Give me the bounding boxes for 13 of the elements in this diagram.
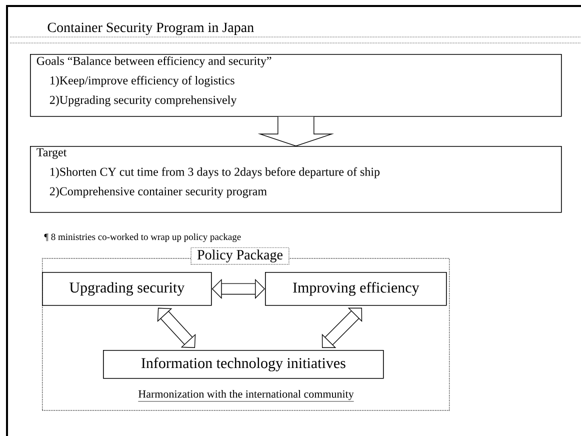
policy-box: Improving efficiency: [265, 272, 447, 306]
note: ¶ 8 ministries co-worked to wrap up policy package: [44, 233, 241, 242]
policy-box: Information technology initiatives: [103, 350, 384, 379]
policy-box: Upgrading security: [42, 272, 212, 306]
block-arrow: [212, 278, 265, 299]
block-arrow: [322, 308, 362, 348]
frame-note: Harmonization with the international community: [138, 390, 354, 402]
goals-box: Goals “Balance between efficiency and security” 1)Keep/improve efficiency of logistics 2)Upgrading security comprehensively: [30, 54, 562, 117]
block-arrow: [258, 116, 334, 146]
frame-heading: Policy Package: [190, 247, 290, 265]
target-box: Target 1)Shorten CY cut time from 3 days to 2days before departure of ship 2)Comprehensive container security program: [30, 146, 562, 213]
block-arrow: [157, 308, 196, 348]
title: Container Security Program in Japan: [48, 22, 254, 36]
